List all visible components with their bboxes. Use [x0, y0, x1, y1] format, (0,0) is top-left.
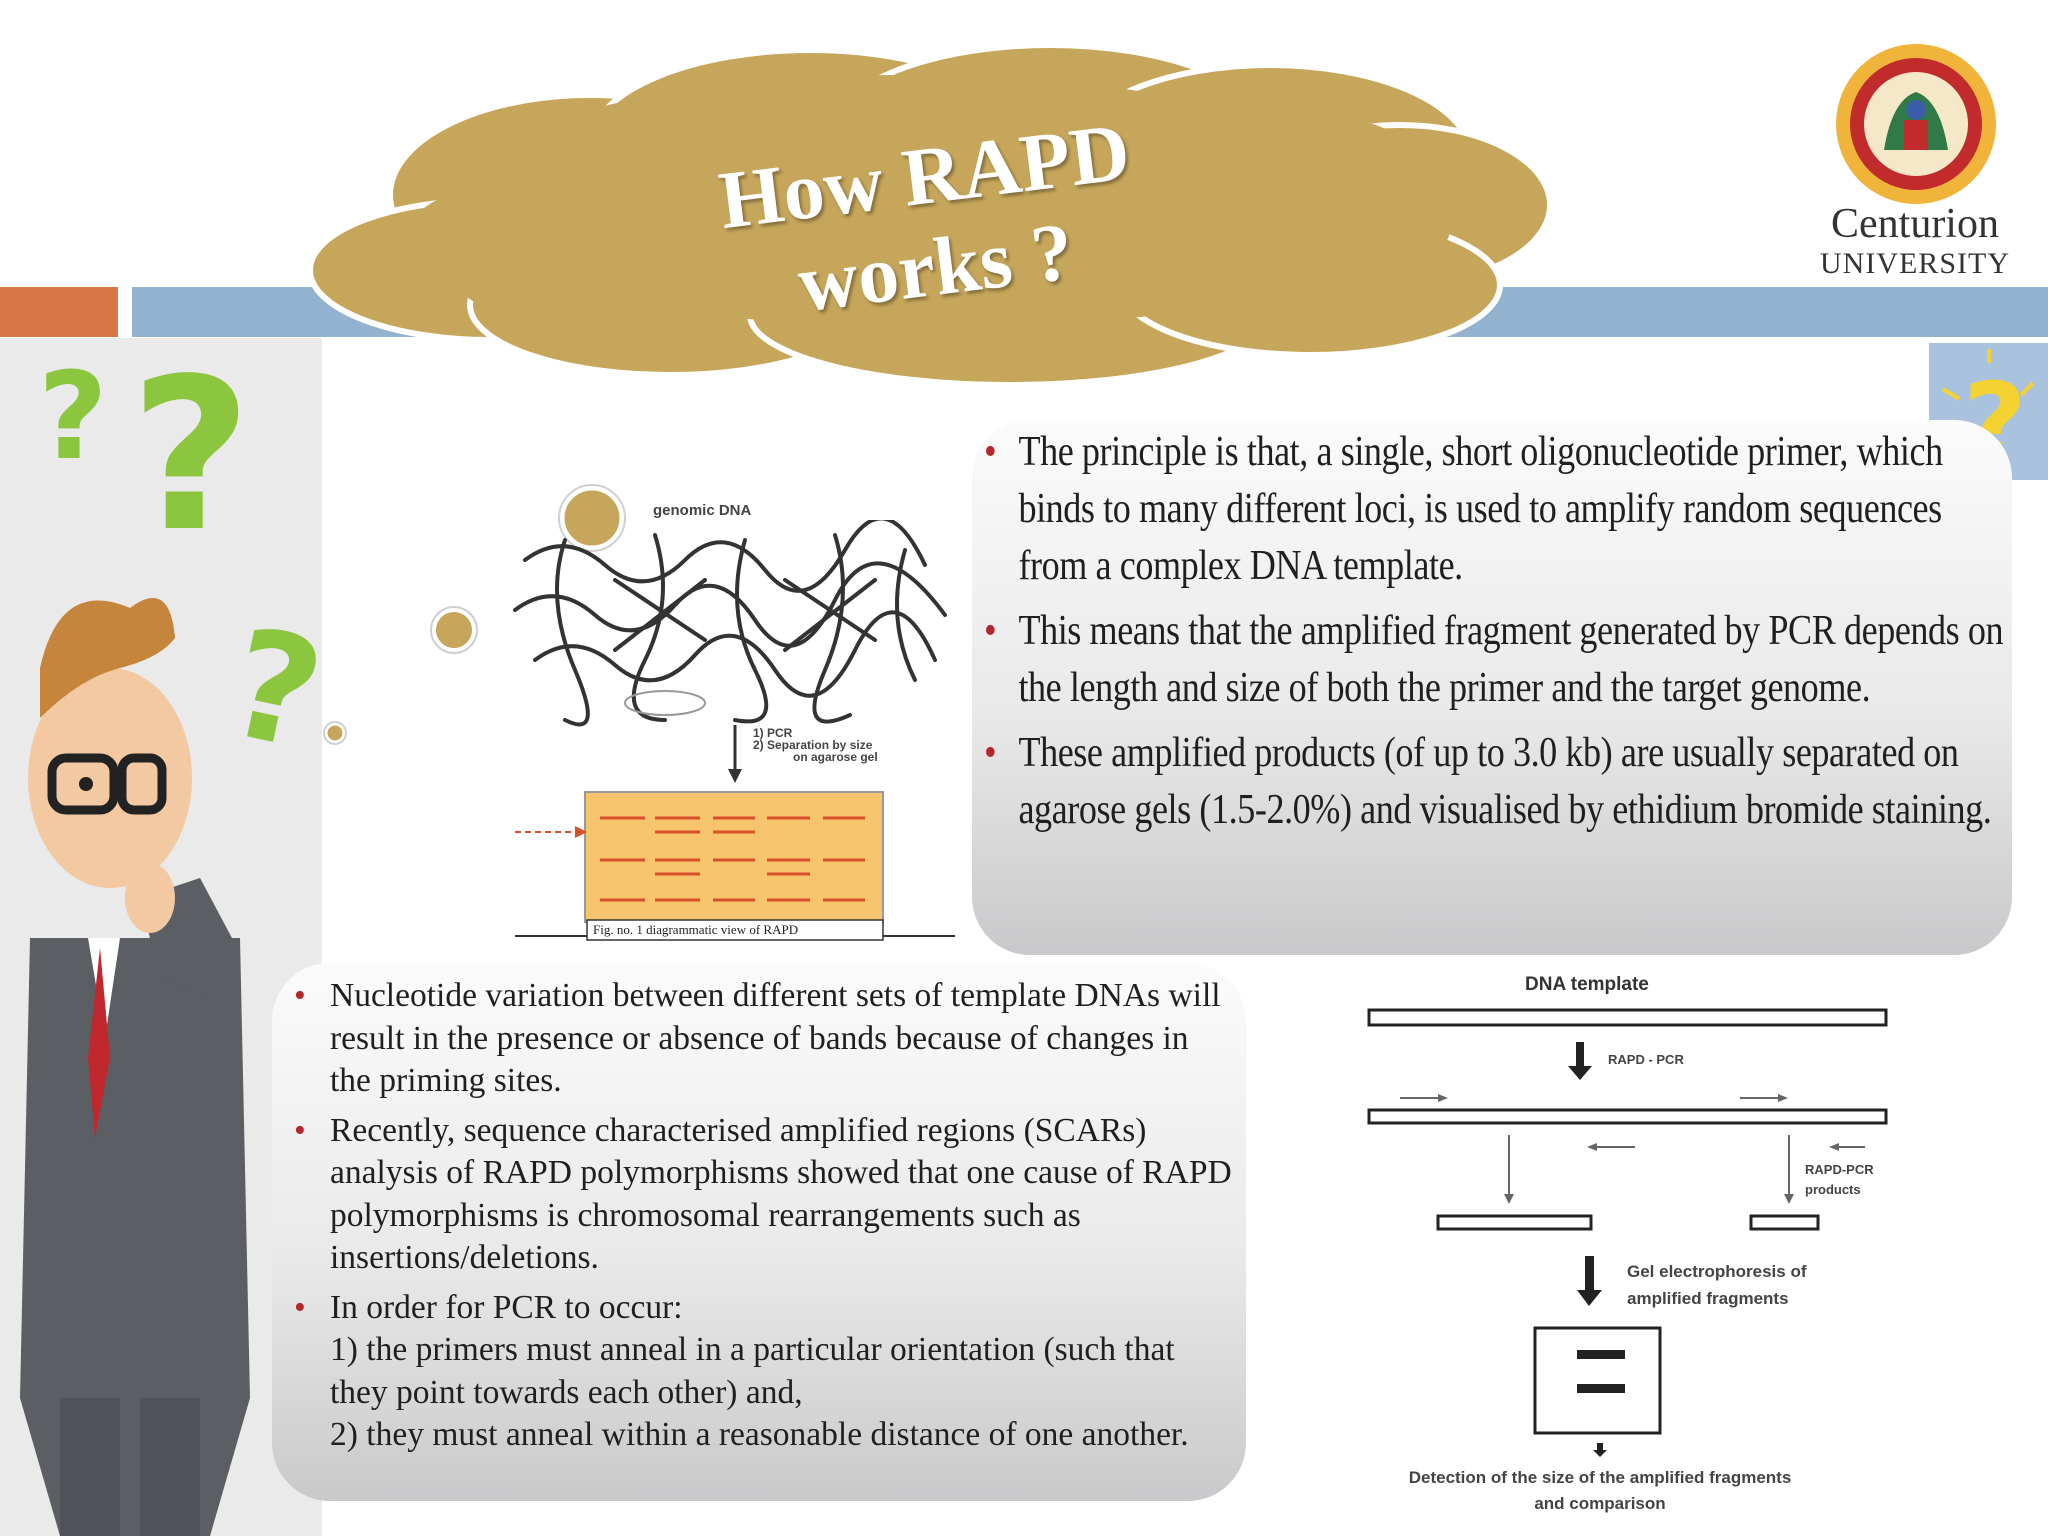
question-mark-icon: ?	[38, 348, 108, 487]
bullet-item: Recently, sequence characterised amplifi…	[272, 1110, 1232, 1280]
detection-label: Detection of the size of the amplified f…	[1408, 1468, 1792, 1513]
title-cloud	[307, 42, 1553, 385]
principle-bullet-list: The principle is that, a single, short o…	[972, 420, 2048, 847]
university-seal-logo	[1836, 44, 1996, 204]
figure-caption: Fig. no. 1 diagrammatic view of RAPD	[593, 922, 799, 937]
header-accent-orange	[0, 287, 118, 337]
dna-template-label: DNA template	[1525, 974, 1649, 995]
thought-bubbles	[323, 484, 626, 745]
bullet-item: The principle is that, a single, short o…	[972, 424, 2007, 595]
pcr-steps: 1) PCR 2) Separation by size on agarose …	[753, 726, 878, 764]
logo-name-line-1: Centurion	[1831, 201, 1999, 247]
bullet-intro: In order for PCR to occur:	[330, 1288, 683, 1326]
logo-name-line-2: UNIVERSITY	[1820, 247, 2010, 280]
principle-text-box: The principle is that, a single, short o…	[972, 420, 2012, 955]
variation-text-box: Nucleotide variation between different s…	[272, 963, 1246, 1501]
genomic-dna-strands	[513, 520, 947, 727]
rapd-pcr-label: RAPD - PCR	[1608, 1052, 1684, 1067]
rapd-products-label: RAPD-PCR products	[1805, 1162, 1874, 1197]
agarose-gel-image	[515, 791, 955, 941]
bullet-item: Nucleotide variation between different s…	[272, 975, 1232, 1103]
rapd-diagram-figure: genomic DNA 1) PCR 2) Separation by size…	[505, 490, 965, 960]
rapd-flow-diagram	[1367, 1008, 1888, 1457]
gel-electrophoresis-label: Gel electrophoresis of amplified fragmen…	[1627, 1262, 1807, 1308]
question-mark-icon: ?	[130, 338, 252, 578]
bullet-item: These amplified products (of up to 3.0 k…	[972, 725, 2007, 839]
bullet-subpoint: 2) they must anneal within a reasonable …	[330, 1416, 1189, 1453]
bullet-item: This means that the amplified fragment g…	[972, 603, 2007, 717]
bullet-item: In order for PCR to occur: 1) the primer…	[272, 1287, 1232, 1457]
genomic-dna-label: genomic DNA	[653, 502, 752, 519]
rapd-flow-figure: DNA template RAPD - PCR RAPD-PCR product…	[1340, 970, 1900, 1530]
variation-bullet-list: Nucleotide variation between different s…	[272, 975, 1232, 1464]
question-mark-icon: ?	[215, 596, 322, 784]
thinking-man-illustration: ? ? ?	[20, 338, 322, 1536]
bullet-subpoint: 1) the primers must anneal in a particul…	[330, 1331, 1175, 1411]
down-arrow-icon	[728, 725, 742, 783]
